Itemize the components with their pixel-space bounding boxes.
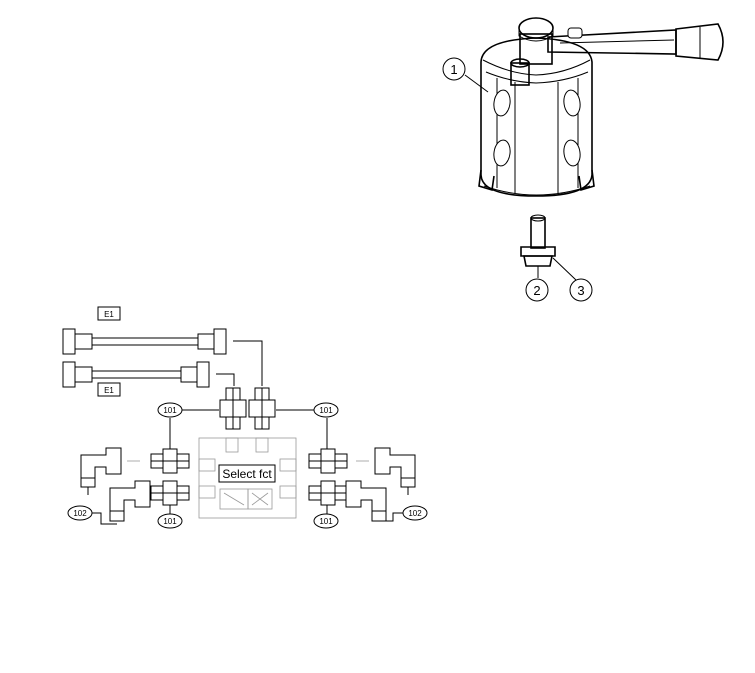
callout-101-upper-left: 101: [163, 406, 177, 415]
hose-label-e1-top: E1: [104, 310, 114, 319]
hose-assembly-lower: E1: [62, 361, 235, 397]
callout-101-upper-right: 101: [319, 406, 333, 415]
left-side-fittings: [80, 418, 190, 525]
callout-101-lower-right: 101: [319, 517, 333, 526]
callout-3-label: 3: [577, 283, 584, 298]
callout-102-right: 102: [408, 509, 422, 518]
select-function-button[interactable]: Select fct: [218, 464, 276, 483]
callout-2-label: 2: [533, 283, 540, 298]
callout-101-lower-left: 101: [163, 517, 177, 526]
top-fittings: [181, 387, 315, 430]
callout-102-left: 102: [73, 509, 87, 518]
right-side-fittings: [308, 418, 416, 522]
bolt-washer-part: 2 3: [520, 214, 593, 302]
rotary-valve-assembly: 1 2 3: [442, 17, 724, 302]
hose-label-e1-bottom: E1: [104, 386, 114, 395]
callout-1-label: 1: [450, 62, 457, 77]
hose-assembly-upper: E1: [62, 306, 263, 386]
select-function-label[interactable]: Select fct: [222, 467, 272, 481]
